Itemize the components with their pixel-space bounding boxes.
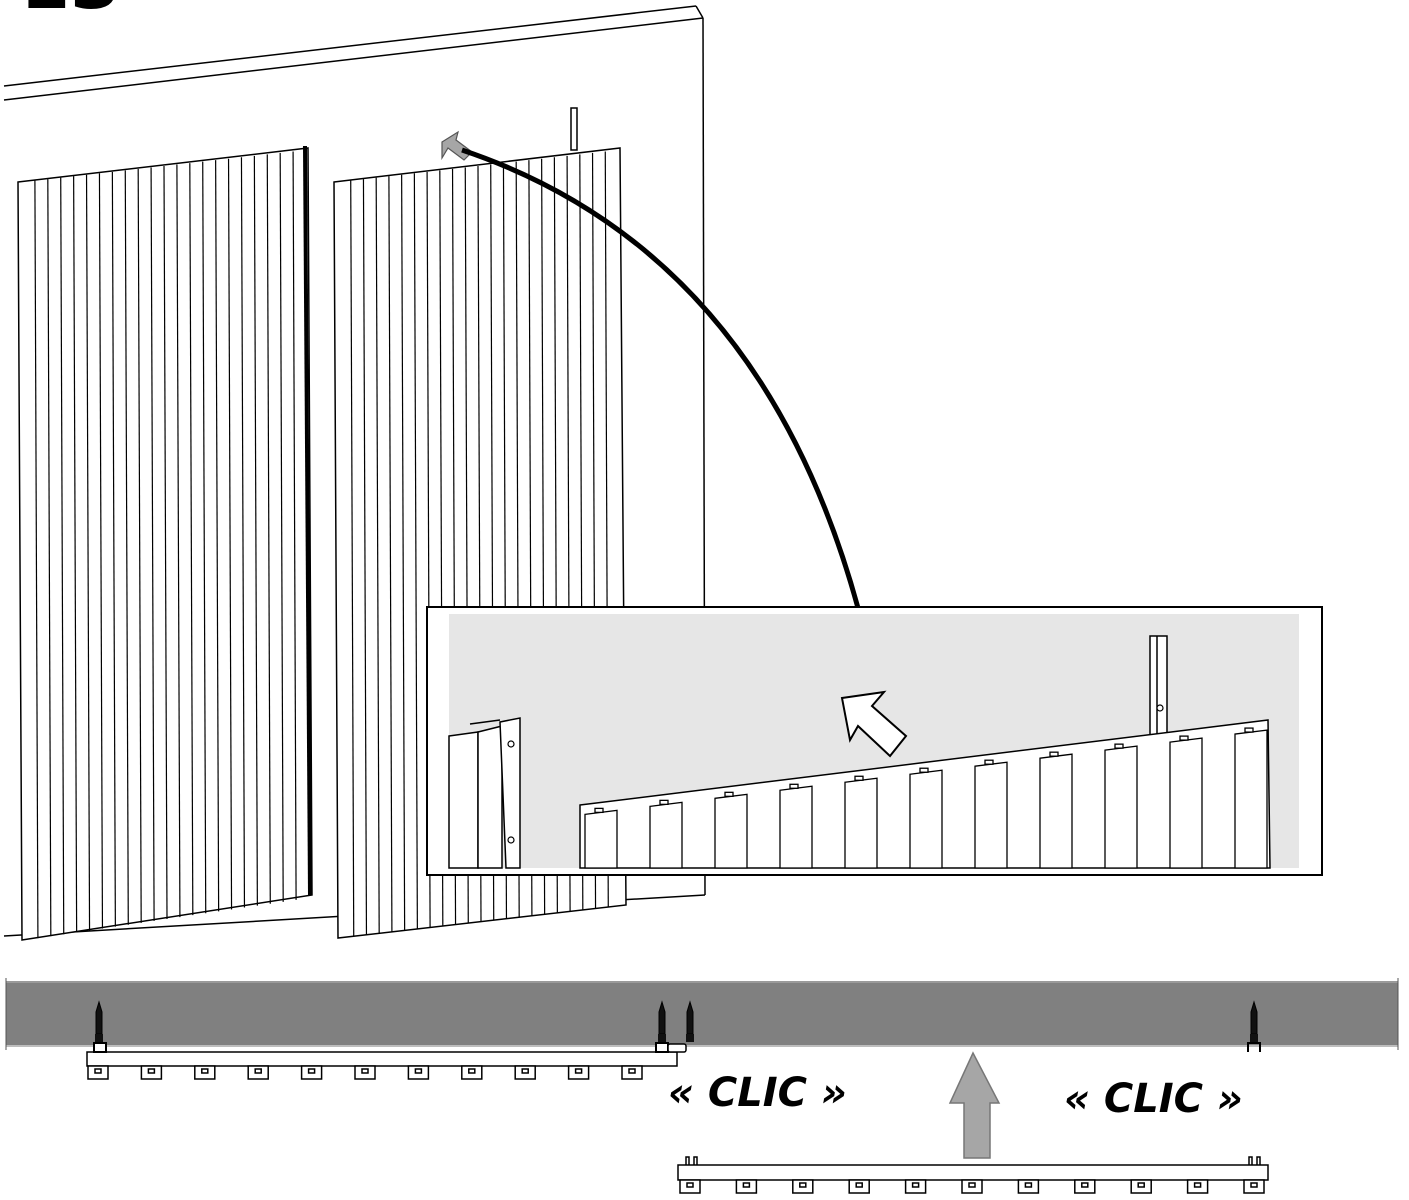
panel-slat — [111, 171, 116, 927]
slat-notch — [1114, 743, 1124, 749]
panel-slat — [163, 165, 168, 920]
clip-tab — [247, 1065, 269, 1080]
slat-notch — [594, 807, 604, 814]
panel-slat — [47, 179, 52, 937]
inset-slat — [649, 801, 683, 869]
step-number: 13 — [20, 0, 120, 25]
inset-slat — [584, 809, 618, 869]
slat-notch — [789, 783, 799, 789]
screw — [658, 1000, 666, 1042]
panel-slat — [34, 180, 39, 939]
clip-tab — [300, 1065, 323, 1080]
installed-panel-left — [17, 145, 313, 941]
lift-direction-arrow-small — [441, 130, 473, 161]
screw — [1250, 1000, 1258, 1042]
panel-slat — [362, 179, 368, 936]
screw — [686, 1000, 694, 1042]
panel-slat — [266, 154, 271, 904]
clip-tab — [194, 1065, 216, 1080]
panel-slat — [240, 157, 246, 908]
panel-slat — [350, 180, 355, 937]
clip-tab — [735, 1179, 758, 1194]
panel-slat — [375, 177, 380, 934]
clip-tab — [140, 1065, 163, 1080]
inset-slat — [1104, 745, 1138, 869]
inset-slat — [714, 793, 748, 869]
detail-inset — [426, 606, 1323, 876]
clip-tab — [1243, 1179, 1265, 1194]
panel-slat — [189, 163, 194, 916]
screw-head-bracket — [1247, 1042, 1261, 1052]
clip-tab — [621, 1065, 643, 1080]
clip-tab — [1130, 1179, 1152, 1194]
panel-slat — [137, 168, 142, 923]
slat-notch — [854, 775, 864, 781]
clip-tab — [461, 1065, 483, 1080]
panel-slat — [85, 174, 91, 931]
clip-tab — [567, 1065, 590, 1080]
panel-slat — [60, 177, 65, 935]
slat-notch — [1244, 727, 1254, 733]
screws — [95, 1000, 1261, 1052]
inset-slat — [909, 769, 943, 869]
clip-tab — [514, 1065, 536, 1080]
inset-slat — [844, 777, 878, 869]
lift-direction-arrow-inset — [840, 690, 908, 758]
detail-callout-line — [461, 147, 861, 609]
panel-slat — [388, 176, 393, 933]
clip-tab — [354, 1065, 376, 1080]
clipped-strip-left — [86, 1042, 687, 1080]
clip-tab — [961, 1179, 983, 1194]
inset-slat — [1039, 753, 1073, 869]
slat-notch — [919, 767, 929, 773]
inset-slat — [974, 761, 1008, 869]
panel-slat — [227, 158, 233, 910]
inset-slat — [1169, 737, 1203, 869]
slat-notch — [659, 799, 669, 806]
slat-notch — [724, 791, 734, 797]
clip-tab — [792, 1179, 814, 1194]
panel-slat — [73, 176, 78, 933]
panel-slat — [279, 152, 284, 902]
panel-slat — [124, 170, 129, 925]
push-up-arrow — [948, 1051, 1001, 1159]
clip-tab — [1186, 1179, 1209, 1194]
panel-slat — [401, 174, 406, 931]
clip-tab — [1074, 1179, 1096, 1194]
clic-label-left: « CLIC » — [668, 1070, 847, 1116]
panel-slat — [413, 173, 418, 930]
panel-slat — [176, 164, 181, 918]
slat-notch — [1179, 735, 1189, 741]
panel-slat — [215, 160, 220, 912]
panel-slat — [253, 155, 258, 906]
wall-rail-section — [5, 978, 1399, 1050]
clip-tab — [407, 1065, 430, 1080]
panel-slat — [202, 161, 207, 914]
inset-slat — [1234, 729, 1268, 869]
slat-notch — [984, 759, 994, 765]
clip-tab — [1017, 1179, 1040, 1194]
panel-slat — [150, 167, 155, 921]
panel-slat — [292, 151, 297, 900]
clip-tab — [87, 1065, 109, 1080]
clip-tab — [904, 1179, 927, 1194]
clic-label-right: « CLIC » — [1064, 1076, 1243, 1122]
inset-slat — [779, 785, 813, 869]
clip-tab — [848, 1179, 870, 1194]
panel-slat — [98, 173, 104, 929]
screw — [95, 1000, 103, 1042]
slat-notch — [1049, 751, 1059, 757]
strip-to-clip-right — [677, 1156, 1269, 1194]
clip-tab — [679, 1179, 701, 1194]
